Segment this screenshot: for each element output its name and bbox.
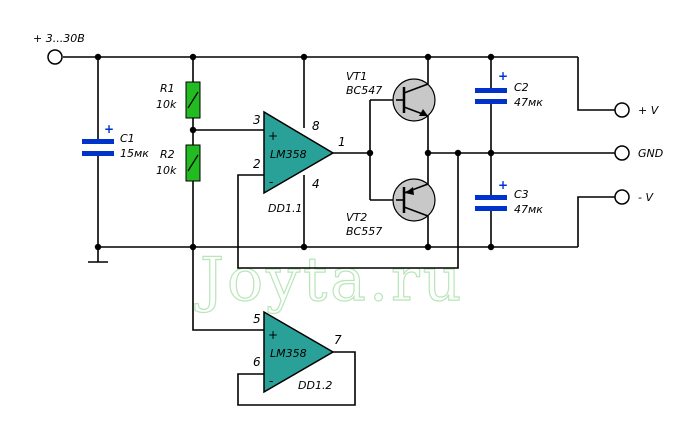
opamp-dd1-2: LM358 + - 5 6 7 DD1.2 <box>253 310 342 394</box>
capacitor-c3: + C3 47мк <box>475 178 543 216</box>
r2-name: R2 <box>160 148 175 161</box>
c3-name: C3 <box>514 188 529 201</box>
svg-text:+: + <box>268 129 278 143</box>
gnd-output-label: GND <box>638 147 663 160</box>
c1-name: C1 <box>120 132 135 145</box>
r1-name: R1 <box>160 82 175 95</box>
opamp2-designator: DD1.2 <box>298 379 332 392</box>
capacitor-c1: + C1 15мк <box>82 122 149 160</box>
pos-terminal <box>614 102 630 118</box>
supply-terminal <box>47 49 63 65</box>
opamp1-designator: DD1.1 <box>268 202 302 215</box>
resistor-r1: R1 10k <box>156 81 201 119</box>
svg-text:5: 5 <box>253 312 261 326</box>
transistor-vt2: VT2 BC557 <box>346 178 436 238</box>
svg-text:8: 8 <box>312 119 320 133</box>
svg-text:1: 1 <box>338 135 346 149</box>
svg-text:+: + <box>498 178 508 192</box>
vt1-name: VT1 <box>346 70 367 83</box>
watermark: Joyta.ru <box>194 245 464 315</box>
svg-text:3: 3 <box>253 113 261 127</box>
svg-text:+: + <box>104 122 114 136</box>
supply-label: + 3...30В <box>33 32 85 45</box>
r1-value: 10k <box>156 98 177 111</box>
vt1-type: BC547 <box>346 84 382 97</box>
transistor-vt1: VT1 BC547 <box>346 70 436 122</box>
vt2-type: BC557 <box>346 225 382 238</box>
gnd-terminal <box>614 145 630 161</box>
c3-value: 47мк <box>514 203 543 216</box>
svg-text:-: - <box>269 175 273 189</box>
svg-text:-: - <box>269 374 273 388</box>
capacitor-c2: + C2 47мк <box>475 69 543 109</box>
neg-output-label: - V <box>638 191 654 204</box>
svg-text:6: 6 <box>253 355 261 369</box>
c2-value: 47мк <box>514 96 543 109</box>
wires <box>63 56 615 406</box>
svg-text:7: 7 <box>334 333 342 347</box>
svg-text:4: 4 <box>312 177 320 191</box>
svg-text:+: + <box>268 328 278 342</box>
c2-name: C2 <box>514 81 529 94</box>
c1-value: 15мк <box>120 147 149 160</box>
svg-text:2: 2 <box>253 157 261 171</box>
opamp1-name: LM358 <box>270 148 307 161</box>
junctions <box>94 53 495 251</box>
resistor-r2: R2 10k <box>156 144 201 182</box>
svg-text:+: + <box>498 69 508 83</box>
vt2-name: VT2 <box>346 211 367 224</box>
opamp2-name: LM358 <box>270 347 307 360</box>
pos-output-label: + V <box>638 104 660 117</box>
r2-value: 10k <box>156 164 177 177</box>
opamp-dd1-1: LM358 + - 3 2 1 8 4 DD1.1 <box>253 110 346 215</box>
neg-terminal <box>614 189 630 205</box>
